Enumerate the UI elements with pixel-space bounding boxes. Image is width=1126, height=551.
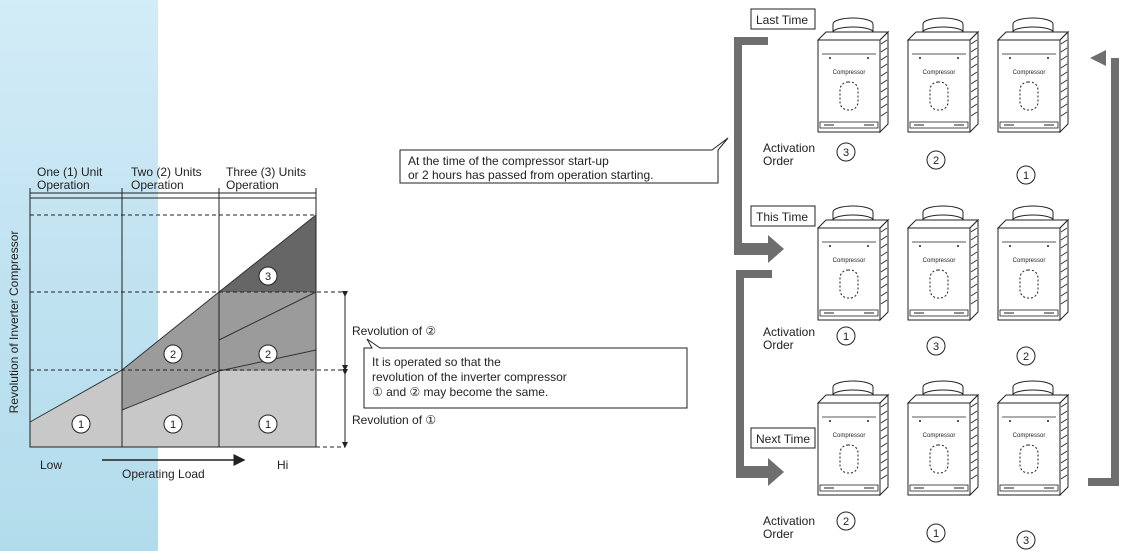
activation-order-number: 2	[1023, 351, 1029, 363]
compressor-label: Compressor	[923, 70, 956, 76]
graph-region-markers: 1 1 1 2 2 3	[71, 266, 278, 434]
rotation-arrows	[734, 37, 1119, 486]
outdoor-unit: Compressor	[906, 380, 980, 497]
compressor-label: Compressor	[833, 258, 866, 264]
compressor-label: Compressor	[1013, 258, 1046, 264]
activation-label-row2-line1: Activation	[763, 325, 815, 339]
row-labels: Last Time This Time Next Time	[750, 8, 816, 449]
activation-order-badge: 2	[836, 511, 856, 531]
marker-zone1-unit1: 1	[71, 414, 91, 434]
marker-zone3-unit2: 2	[258, 344, 278, 364]
activation-order-number: 3	[843, 147, 849, 159]
svg-text:1: 1	[170, 419, 176, 431]
activation-order-number: 3	[1023, 535, 1029, 547]
outdoor-unit: Compressor	[996, 380, 1070, 497]
graph-axes	[29, 197, 317, 448]
activation-order-number: 1	[933, 528, 939, 540]
outdoor-unit: Compressor	[816, 205, 890, 322]
activation-order-number: 1	[843, 331, 849, 343]
outdoor-unit: Compressor	[906, 17, 980, 134]
row-label-this-time: This Time	[756, 210, 808, 224]
svg-text:1: 1	[265, 419, 271, 431]
y-axis-label: Revolution of Inverter Compressor	[7, 231, 21, 414]
marker-zone2-unit1: 1	[163, 414, 183, 434]
activation-labels: Activation Order Activation Order Activa…	[763, 141, 815, 541]
activation-label-row3-line1: Activation	[763, 514, 815, 528]
same-revolution-callout: It is operated so that the revolution of…	[363, 338, 688, 409]
outdoor-unit: Compressor	[996, 17, 1070, 134]
row-label-last-time: Last Time	[756, 13, 808, 27]
last-to-this-arrow	[734, 37, 784, 263]
marker-zone3-unit3: 3	[258, 266, 278, 286]
compressor-label: Compressor	[833, 70, 866, 76]
revolution-1-label: Revolution of ①	[352, 413, 436, 427]
activation-label-row2-line2: Order	[763, 338, 794, 352]
activation-order-badge: 2	[1016, 346, 1036, 366]
compressor-label: Compressor	[1013, 433, 1046, 439]
marker-zone2-unit2: 2	[163, 344, 183, 364]
activation-order-number: 2	[933, 155, 939, 167]
activation-label-row3-line2: Order	[763, 527, 794, 541]
svg-text:2: 2	[265, 349, 271, 361]
zone-2-header-line2: Operation	[131, 178, 184, 192]
activation-label-row1-line1: Activation	[763, 141, 815, 155]
svg-text:3: 3	[265, 271, 271, 283]
startup-line-1: At the time of the compressor start-up	[408, 154, 609, 168]
zone-3-header-line1: Three (3) Units	[226, 165, 306, 179]
region-boundaries	[29, 214, 317, 423]
startup-line-2: or 2 hours has passed from operation sta…	[408, 168, 653, 182]
compressor-label: Compressor	[923, 433, 956, 439]
outdoor-unit: Compressor	[816, 17, 890, 134]
compressor-label: Compressor	[923, 258, 956, 264]
startup-callout: At the time of the compressor start-up o…	[399, 137, 729, 184]
zone-3-header-line2: Operation	[226, 178, 279, 192]
zone-1-header-line2: Operation	[37, 178, 90, 192]
activation-order-number: 3	[933, 341, 939, 353]
callout-line-1: It is operated so that the	[372, 355, 501, 369]
graph-dashed-levels	[30, 214, 345, 448]
x-axis-label: Operating Load	[122, 467, 205, 481]
revolution-2-label: Revolution of ②	[352, 324, 436, 338]
activation-order-number: 1	[1023, 170, 1029, 182]
background-gradient-panel	[0, 0, 158, 551]
activation-order-badge: 1	[926, 523, 946, 543]
region-unit3-zone3	[219, 292, 316, 370]
svg-text:2: 2	[170, 349, 176, 361]
zone-2-header-line1: Two (2) Units	[131, 165, 202, 179]
activation-label-row1-line2: Order	[763, 154, 794, 168]
region-unit2-zone2	[122, 371, 219, 447]
this-to-next-arrow	[736, 270, 784, 486]
callout-line-3: ① and ② may become the same.	[372, 385, 548, 399]
zone-dimension-line	[29, 188, 317, 198]
row-label-next-time: Next Time	[756, 432, 810, 446]
load-revolution-graph: One (1) Unit Operation Two (2) Units Ope…	[7, 165, 348, 481]
activation-order-badge: 1	[836, 326, 856, 346]
activation-order-badge: 3	[836, 142, 856, 162]
x-axis-low-label: Low	[40, 458, 62, 472]
activation-order-badge: 2	[926, 150, 946, 170]
activation-order-badge: 3	[926, 336, 946, 356]
svg-text:1: 1	[78, 419, 84, 431]
outdoor-unit: Compressor	[906, 205, 980, 322]
callout-line-2: revolution of the inverter compressor	[372, 370, 567, 384]
zone-1-header-line1: One (1) Unit	[37, 165, 103, 179]
outdoor-unit: Compressor	[996, 205, 1070, 322]
activation-order-badge: 3	[1016, 530, 1036, 550]
activation-order-markers: 3 2 1 1 3 2 2 1 3	[836, 142, 1036, 550]
compressor-label: Compressor	[833, 433, 866, 439]
activation-order-number: 2	[843, 516, 849, 528]
next-to-last-arrow	[1088, 50, 1119, 486]
x-axis-high-label: Hi	[277, 458, 288, 472]
marker-zone3-unit1: 1	[258, 414, 278, 434]
revolution-annotations: Revolution of ② Revolution of ① It is op…	[352, 137, 729, 427]
activation-order-badge: 1	[1016, 165, 1036, 185]
compressor-label: Compressor	[1013, 70, 1046, 76]
outdoor-unit: Compressor	[816, 380, 890, 497]
